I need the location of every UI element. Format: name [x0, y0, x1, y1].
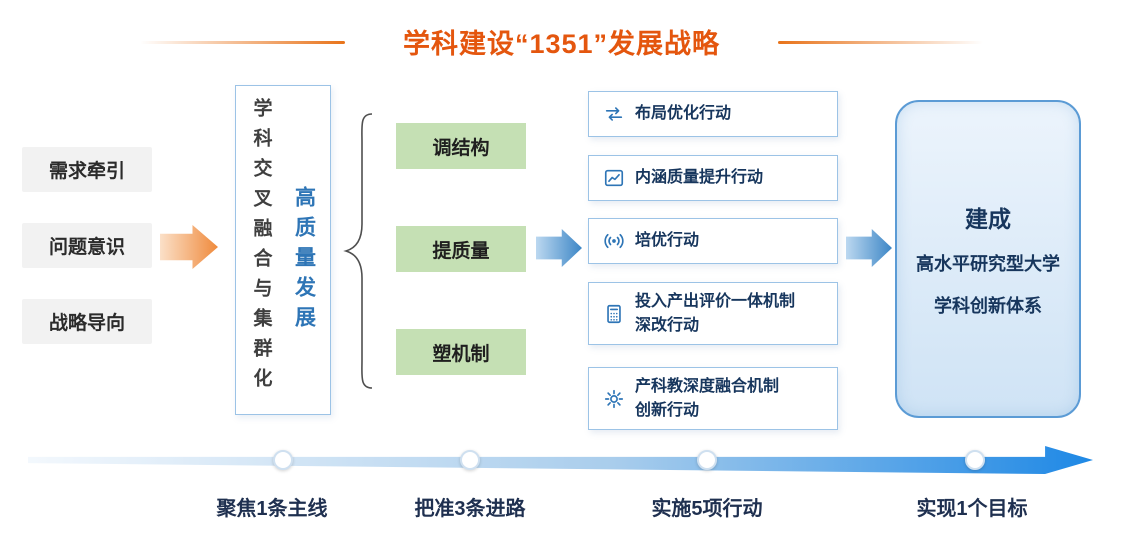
title-flourish-right — [778, 41, 983, 44]
goal-line-system: 学科创新体系 — [934, 296, 1042, 316]
action-label-line1: 产科教深度融合机制 — [635, 378, 780, 396]
approach-box-quality: 提质量 — [396, 226, 526, 272]
stage-label-mainline: 聚焦1条主线 — [216, 498, 328, 520]
blue-arrow-icon-2 — [846, 229, 892, 267]
goal-box: 建成 高水平研究型大学 学科创新体系 — [895, 100, 1081, 418]
driver-box-problem: 问题意识 — [22, 223, 152, 268]
approach-box-mechanism: 塑机制 — [396, 329, 526, 375]
page-title: 学科建设“1351”发展战略 — [402, 29, 721, 59]
driver-box-strategy: 战略导向 — [22, 299, 152, 344]
goal-line-university: 高水平研究型大学 — [916, 254, 1060, 274]
stage-label-approaches: 把准3条进路 — [414, 498, 526, 520]
action-box-layout: 布局优化行动 — [588, 91, 838, 137]
action-label-line1: 培优行动 — [635, 232, 700, 250]
shuffle-icon — [603, 103, 625, 125]
orange-arrow-icon — [160, 225, 218, 269]
timeline-node-1 — [273, 450, 293, 470]
action-label: 产科教深度融合机制 创新行动 — [635, 375, 779, 421]
goal-heading: 建成 — [965, 206, 1011, 232]
action-label: 投入产出评价一体机制 深改行动 — [635, 290, 795, 336]
timeline-node-3 — [697, 450, 717, 470]
title-flourish-left — [140, 41, 345, 44]
gear-icon — [603, 388, 625, 410]
action-label-line2: 深改行动 — [635, 316, 700, 334]
timeline-arrow — [28, 446, 1093, 474]
timeline-node-4 — [965, 450, 985, 470]
broadcast-icon — [603, 230, 625, 252]
mainline-box: 学科交叉融合与集群化 高质量发展 — [235, 85, 331, 415]
action-label: 布局优化行动 — [635, 102, 731, 125]
action-box-cultivation: 培优行动 — [588, 218, 838, 264]
action-label-line1: 布局优化行动 — [635, 105, 732, 123]
action-label-line2: 创新行动 — [635, 401, 700, 419]
approach-box-structure: 调结构 — [396, 123, 526, 169]
line-chart-icon — [603, 167, 625, 189]
stage-label-actions: 实施5项行动 — [651, 498, 763, 520]
driver-box-demand: 需求牵引 — [22, 147, 152, 192]
mainline-core-text: 高质量发展 — [292, 186, 316, 336]
timeline-node-2 — [460, 450, 480, 470]
action-label-line1: 投入产出评价一体机制 — [635, 293, 796, 311]
mainline-side-text: 学科交叉融合与集群化 — [250, 98, 272, 398]
action-label-line1: 内涵质量提升行动 — [635, 169, 764, 187]
action-label: 内涵质量提升行动 — [635, 166, 763, 189]
action-label: 培优行动 — [635, 229, 699, 252]
action-box-integration-innovation: 产科教深度融合机制 创新行动 — [588, 367, 838, 430]
brace-icon — [343, 113, 373, 389]
blue-arrow-icon-1 — [536, 229, 582, 267]
action-box-evaluation-reform: 投入产出评价一体机制 深改行动 — [588, 282, 838, 345]
action-box-quality-improvement: 内涵质量提升行动 — [588, 155, 838, 201]
stage-label-goal: 实现1个目标 — [916, 498, 1028, 520]
calculator-icon — [603, 303, 625, 325]
